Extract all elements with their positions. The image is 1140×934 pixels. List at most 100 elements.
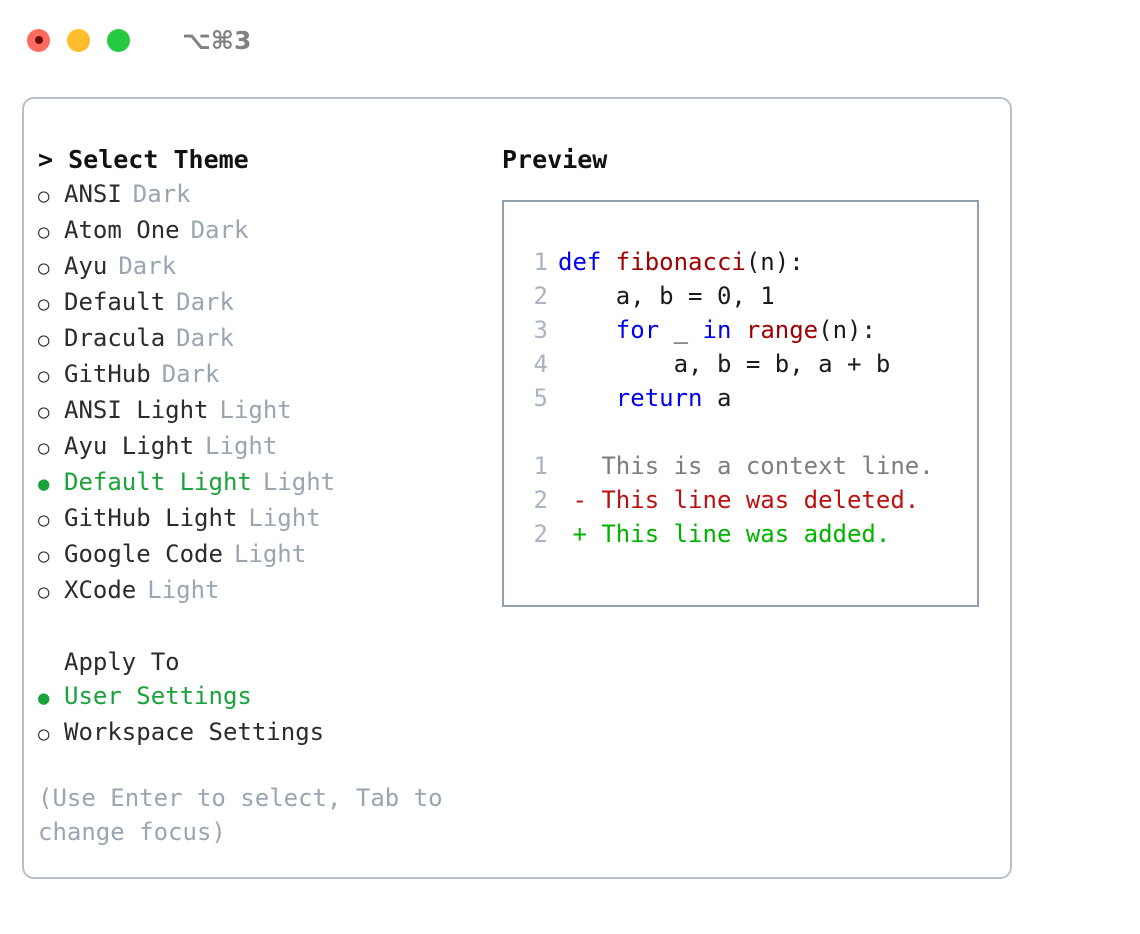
theme-item-10[interactable]: ○ Google Code Light [38, 537, 498, 573]
theme-item-5[interactable]: ○ GitHub Dark [38, 357, 498, 393]
theme-item-label: ANSI Light [64, 396, 209, 424]
code-token-kw: return [615, 384, 703, 412]
apply-to-heading: Apply To [64, 648, 180, 676]
theme-item-badge: Light [233, 540, 307, 568]
theme-item-badge: Dark [176, 288, 234, 316]
radio-unselected-icon: ○ [38, 581, 50, 603]
zoom-button[interactable] [107, 28, 130, 52]
minimize-button[interactable] [67, 28, 90, 52]
apply-to-list: ● User Settings ○ Workspace Settings [38, 679, 498, 751]
theme-item-label: Default Light [64, 468, 252, 496]
code-line-content: a, b = b, a + b [558, 347, 891, 381]
theme-item-badge: Dark [132, 180, 191, 208]
radio-unselected-icon: ○ [38, 329, 50, 351]
code-line-content: return a [558, 381, 732, 415]
radio-unselected-icon: ○ [38, 437, 50, 459]
code-token-pl [558, 316, 616, 344]
code-diff-separator [522, 415, 971, 449]
theme-item-2[interactable]: ○ Ayu Dark [38, 249, 498, 285]
apply-option-label: User Settings [64, 682, 252, 710]
theme-item-label: XCode [64, 576, 137, 604]
code-line-number: 5 [533, 384, 548, 412]
apply-option-0[interactable]: ● User Settings [38, 679, 498, 715]
theme-item-badge: Light [147, 576, 220, 604]
theme-item-label: Default [64, 288, 166, 316]
theme-item-badge: Light [205, 432, 278, 460]
radio-unselected-icon: ○ [38, 723, 50, 745]
diff-line-content: + This line was added. [558, 520, 891, 548]
theme-item-label: ANSI [64, 180, 122, 208]
close-button[interactable] [27, 28, 50, 52]
theme-item-badge: Dark [161, 360, 220, 388]
radio-unselected-icon: ○ [38, 221, 50, 243]
apply-option-1[interactable]: ○ Workspace Settings [38, 715, 498, 751]
code-line-number: 1 [533, 248, 548, 276]
code-token-pl: a [702, 384, 732, 412]
theme-item-label: Google Code [64, 540, 223, 568]
theme-item-label: Dracula [64, 324, 166, 352]
section-spacer [38, 609, 498, 645]
radio-unselected-icon: ○ [38, 509, 50, 531]
diff-line-0: 1 This is a context line. [522, 449, 971, 483]
theme-item-badge: Light [219, 396, 292, 424]
theme-item-badge: Dark [118, 252, 177, 280]
select-theme-heading: > Select Theme [38, 145, 249, 174]
theme-item-badge: Light [262, 468, 336, 496]
diff-line-2: 2 + This line was added. [522, 517, 971, 551]
code-line-2: 3 for _ in range(n): [522, 313, 971, 347]
code-token-pl: a, b = 0, 1 [558, 282, 775, 310]
theme-item-7[interactable]: ○ Ayu Light Light [38, 429, 498, 465]
code-token-kw: for [615, 316, 660, 344]
code-line-1: 2 a, b = 0, 1 [522, 279, 971, 313]
code-token-pl: (n): [818, 316, 876, 344]
theme-item-label: GitHub [64, 360, 151, 388]
diff-line-content: - This line was deleted. [558, 486, 920, 514]
code-token-kw: def [558, 248, 616, 276]
code-line-content: for _ in range(n): [558, 313, 876, 347]
diff-line-1: 2 - This line was deleted. [522, 483, 971, 517]
code-line-number: 3 [533, 316, 548, 344]
code-line-content: a, b = 0, 1 [558, 279, 775, 313]
radio-unselected-icon: ○ [38, 257, 50, 279]
theme-item-8[interactable]: ● Default Light Light [38, 465, 498, 501]
code-line-4: 5 return a [522, 381, 971, 415]
theme-item-label: Ayu Light [64, 432, 195, 460]
theme-item-label: Ayu [64, 252, 108, 280]
theme-item-6[interactable]: ○ ANSI Light Light [38, 393, 498, 429]
code-token-pl: a, b = b, a + b [558, 350, 891, 378]
diff-line-number: 2 [533, 486, 548, 514]
code-token-kw: in [702, 316, 732, 344]
radio-selected-icon: ● [38, 473, 50, 495]
theme-item-badge: Dark [190, 216, 249, 244]
keyboard-hint-text: (Use Enter to select, Tab to change focu… [38, 784, 443, 846]
diff-line-number: 1 [533, 452, 548, 480]
radio-unselected-icon: ○ [38, 401, 50, 423]
diff-line-number: 2 [533, 520, 548, 548]
preview-heading: Preview [502, 145, 608, 174]
code-token-pl [558, 384, 616, 412]
theme-item-4[interactable]: ○ Dracula Dark [38, 321, 498, 357]
theme-item-label: GitHub Light [64, 504, 238, 532]
radio-unselected-icon: ○ [38, 545, 50, 567]
code-token-pl [731, 316, 745, 344]
code-line-content: def fibonacci(n): [558, 245, 804, 279]
theme-item-11[interactable]: ○ XCode Light [38, 573, 498, 609]
radio-selected-icon: ● [38, 687, 50, 709]
theme-item-badge: Dark [176, 324, 234, 352]
code-line-number: 2 [533, 282, 548, 310]
code-token-pl: (n): [745, 248, 804, 276]
code-token-fn: range [745, 316, 819, 344]
radio-unselected-icon: ○ [38, 365, 50, 387]
apply-option-label: Workspace Settings [64, 718, 325, 746]
code-line-number: 4 [533, 350, 548, 378]
